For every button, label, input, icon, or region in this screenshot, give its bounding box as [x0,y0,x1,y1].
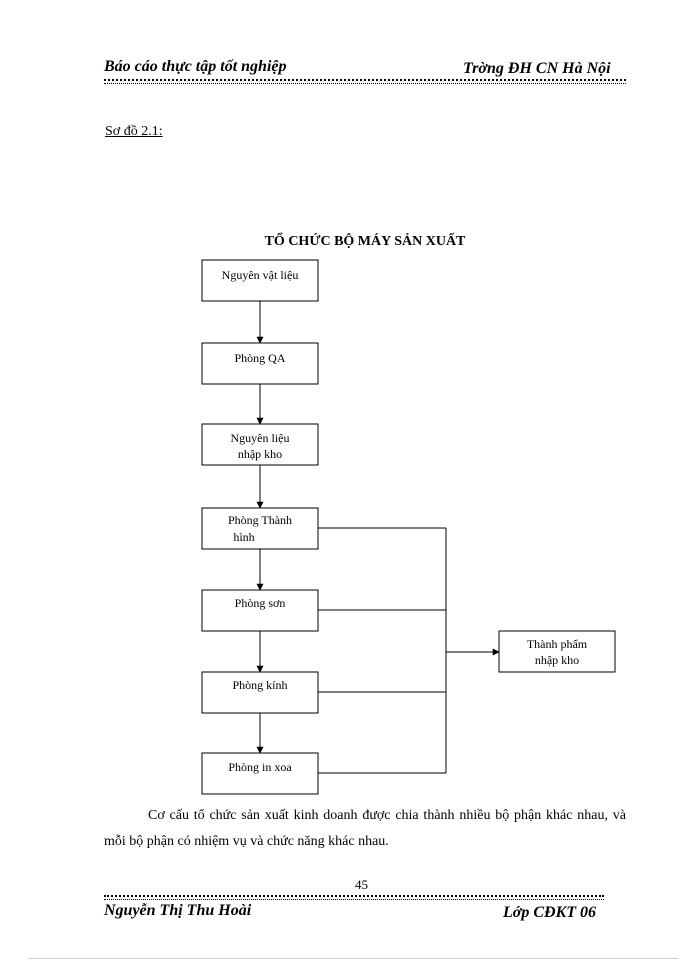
flow-box-materials-warehouse: Nguyên liệu nhập kho [201,423,319,466]
flow-box-raw-materials: Nguyên vật liệu [201,259,319,302]
header-divider-secondary [104,83,626,84]
footer-class: Lớp CĐKT 06 [503,904,597,921]
flow-box-text: Nguyên vật liệu [222,268,299,282]
flow-box-text: Phòng QA [234,351,285,365]
flow-box-text: Thành phẩm [527,637,588,651]
flow-box-text: Phòng sơn [235,596,286,610]
flow-box-text: Nguyên liệu [231,431,290,445]
flow-box-forming-department: Phòng Thành hình [201,507,319,550]
diagram-title: TỔ CHỨC BỘ MÁY SẢN XUẤT [264,234,466,249]
header-report-title: Báo cáo thực tập tốt nghiệp [104,58,287,75]
flow-box-text: hình [233,530,254,544]
footer-divider-secondary [104,899,604,900]
flow-box-qa-department: Phòng QA [201,342,319,385]
flow-box-printing-department: Phòng in xoa [201,752,319,795]
header-school-name: Trờng ĐH CN Hà Nội [463,60,611,77]
diagram-label: Sơ đồ 2.1: [105,124,163,139]
flow-box-text: Phòng kính [232,678,287,692]
body-paragraph-text: Cơ cấu tổ chức sản xuất kinh doanh được … [104,808,626,849]
flow-box-finished-goods: Thành phẩm nhập kho [498,630,616,673]
flow-box-text: nhập kho [238,447,282,461]
flow-box-paint-department: Phòng sơn [201,589,319,632]
footer-author: Nguyễn Thị Thu Hoài [104,902,252,919]
flow-box-text: Phòng in xoa [228,760,292,774]
flow-box-text: nhập kho [535,653,579,667]
header-divider [104,79,626,81]
body-paragraph: Cơ cấu tổ chức sản xuất kinh doanh được … [104,803,626,855]
page-bottom-edge [28,958,678,959]
flow-box-glass-department: Phòng kính [201,671,319,714]
flow-box-text: Phòng Thành [228,513,292,527]
footer-divider [104,895,604,897]
page-number: 45 [355,877,368,892]
